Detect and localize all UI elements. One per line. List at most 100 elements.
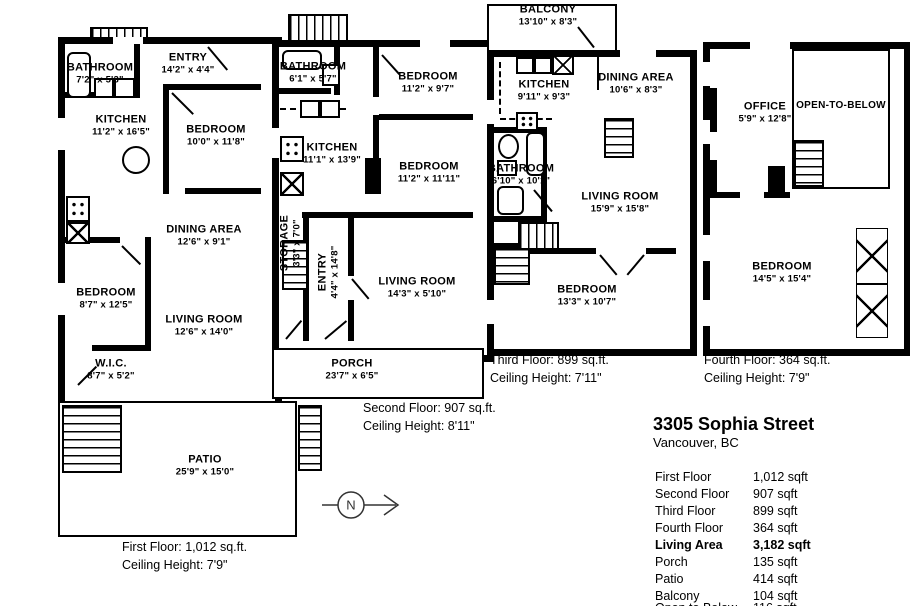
room-name: BATHROOM — [487, 162, 555, 175]
room-label-entry: ENTRY 4'4" x 14'8" — [317, 246, 342, 299]
room-dims: 7'2" x 5'3" — [76, 74, 124, 86]
room-name: DINING AREA — [598, 71, 674, 84]
wall — [494, 216, 547, 222]
staircase — [282, 240, 308, 290]
room-name: PATIO — [188, 453, 222, 466]
window-gap — [750, 42, 790, 49]
room-name: ENTRY — [316, 252, 329, 292]
room-label-storage: STORAGE 3'3" x 7'0" — [279, 215, 304, 271]
wall — [494, 243, 526, 248]
staircase — [794, 140, 824, 187]
area-table-row: Second Floor 907 sqft — [655, 487, 890, 501]
room-dims: 8'7" x 12'5" — [79, 299, 133, 311]
wall — [373, 47, 379, 97]
first-floor-caption: First Floor: 1,012 sq.ft. Ceiling Height… — [122, 538, 247, 574]
room-dims: 11'1" x 13'9" — [303, 154, 361, 166]
room-name: BATHROOM — [66, 61, 134, 74]
wall — [279, 88, 331, 94]
area-value: 116 sqft — [753, 601, 797, 606]
room-label-bedroom: BEDROOM 13'3" x 10'7" — [557, 284, 617, 309]
area-label: Third Floor — [655, 504, 716, 518]
window-gap — [375, 341, 420, 348]
room-label-living: LIVING ROOM 14'3" x 5'10" — [378, 276, 455, 301]
shower-fixture — [497, 186, 524, 215]
wall — [526, 248, 596, 254]
room-name: KITCHEN — [518, 78, 570, 91]
room-label-kitchen: KITCHEN 11'1" x 13'9" — [303, 142, 361, 167]
window-gap — [676, 240, 683, 270]
area-label: Balcony — [655, 589, 700, 603]
room-label-kitchen: KITCHEN 9'11" x 9'3" — [518, 79, 570, 104]
chimney — [768, 166, 785, 194]
bathtub-fixture — [67, 52, 91, 98]
room-label-porch: PORCH 23'7" x 6'5" — [326, 358, 379, 383]
room-label-patio: PATIO 25'9" x 15'0" — [176, 454, 234, 479]
sink-fixture — [280, 172, 304, 196]
room-name: OFFICE — [743, 100, 787, 113]
room-name: LIVING ROOM — [165, 313, 243, 326]
wall — [355, 212, 473, 218]
area-label: Second Floor — [655, 487, 730, 501]
third-floor-caption: Third Floor: 899 sq.ft. Ceiling Height: … — [490, 351, 609, 387]
ceiling-height-text: Ceiling Height: 7'9" — [704, 371, 810, 386]
wall — [373, 115, 379, 173]
wall — [348, 218, 354, 276]
room-dims: 13'10" x 8'3" — [518, 16, 578, 28]
area-value: 364 sqft — [753, 521, 798, 535]
area-table-row-living-area: Living Area 3,182 sqft — [655, 538, 890, 552]
window-gap — [113, 37, 143, 44]
window-gap — [473, 60, 480, 90]
staircase — [494, 247, 530, 285]
staircase — [298, 405, 322, 471]
room-label-living: LIVING ROOM 12'6" x 14'0" — [165, 314, 242, 339]
toilet-fixture — [322, 64, 340, 86]
window-gap — [703, 62, 710, 86]
area-table-row: Third Floor 899 sqft — [655, 504, 890, 518]
area-table-row: Balcony 104 sqft — [655, 589, 890, 603]
sink-fixture — [516, 57, 534, 74]
room-name: BEDROOM — [557, 283, 617, 296]
area-label: Patio — [655, 572, 684, 586]
sink-fixture — [300, 100, 320, 118]
north-label: N — [346, 497, 356, 513]
window-gap — [703, 120, 710, 144]
floor-area-text: First Floor: 1,012 sq.ft. — [122, 540, 248, 554]
area-table-row: Fourth Floor 364 sqft — [655, 521, 890, 535]
wall — [185, 188, 261, 194]
room-dims: 10'0" x 11'8" — [187, 136, 245, 148]
area-value: 899 sqft — [753, 504, 798, 518]
room-label-wic: W.I.C. 8'7" x 5'2" — [87, 358, 134, 383]
area-label: Fourth Floor — [655, 521, 724, 535]
window-gap — [272, 128, 279, 158]
room-label-bedroom: BEDROOM 11'2" x 9'7" — [398, 71, 458, 96]
room-label-dining: DINING AREA 12'6" x 9'1" — [166, 224, 242, 249]
area-label: Living Area — [655, 538, 723, 552]
area-value: 907 sqft — [753, 487, 798, 501]
room-name: OPEN-TO-BELOW — [796, 100, 886, 111]
second-floor-caption: Second Floor: 907 sq.ft. Ceiling Height:… — [363, 399, 496, 435]
window-gap — [676, 70, 683, 96]
room-label-bedroom: BEDROOM 8'7" x 12'5" — [76, 287, 136, 312]
window-gap — [703, 235, 710, 261]
ceiling-height-text: Ceiling Height: 7'11" — [490, 371, 602, 386]
window-gap — [758, 335, 802, 342]
room-name: DINING AREA — [166, 223, 242, 236]
stove-fixture — [280, 136, 304, 162]
wall — [163, 84, 169, 194]
room-dims: 11'2" x 16'5" — [92, 126, 150, 138]
address-subtitle: Vancouver, BC — [653, 435, 739, 450]
room-name: BALCONY — [519, 3, 577, 16]
room-name: BEDROOM — [76, 286, 136, 299]
counter-line — [597, 52, 599, 90]
window-gap — [58, 283, 65, 315]
wall — [379, 114, 473, 120]
toilet-fixture — [114, 78, 135, 98]
window-gap — [487, 300, 494, 324]
room-dims: 15'9" x 15'8" — [590, 203, 650, 215]
area-label: Porch — [655, 555, 688, 569]
room-label-kitchen: KITCHEN 11'2" x 16'5" — [92, 114, 150, 139]
wall — [65, 237, 120, 243]
porch-outline — [272, 348, 484, 399]
north-arrow-graphic — [322, 491, 400, 519]
